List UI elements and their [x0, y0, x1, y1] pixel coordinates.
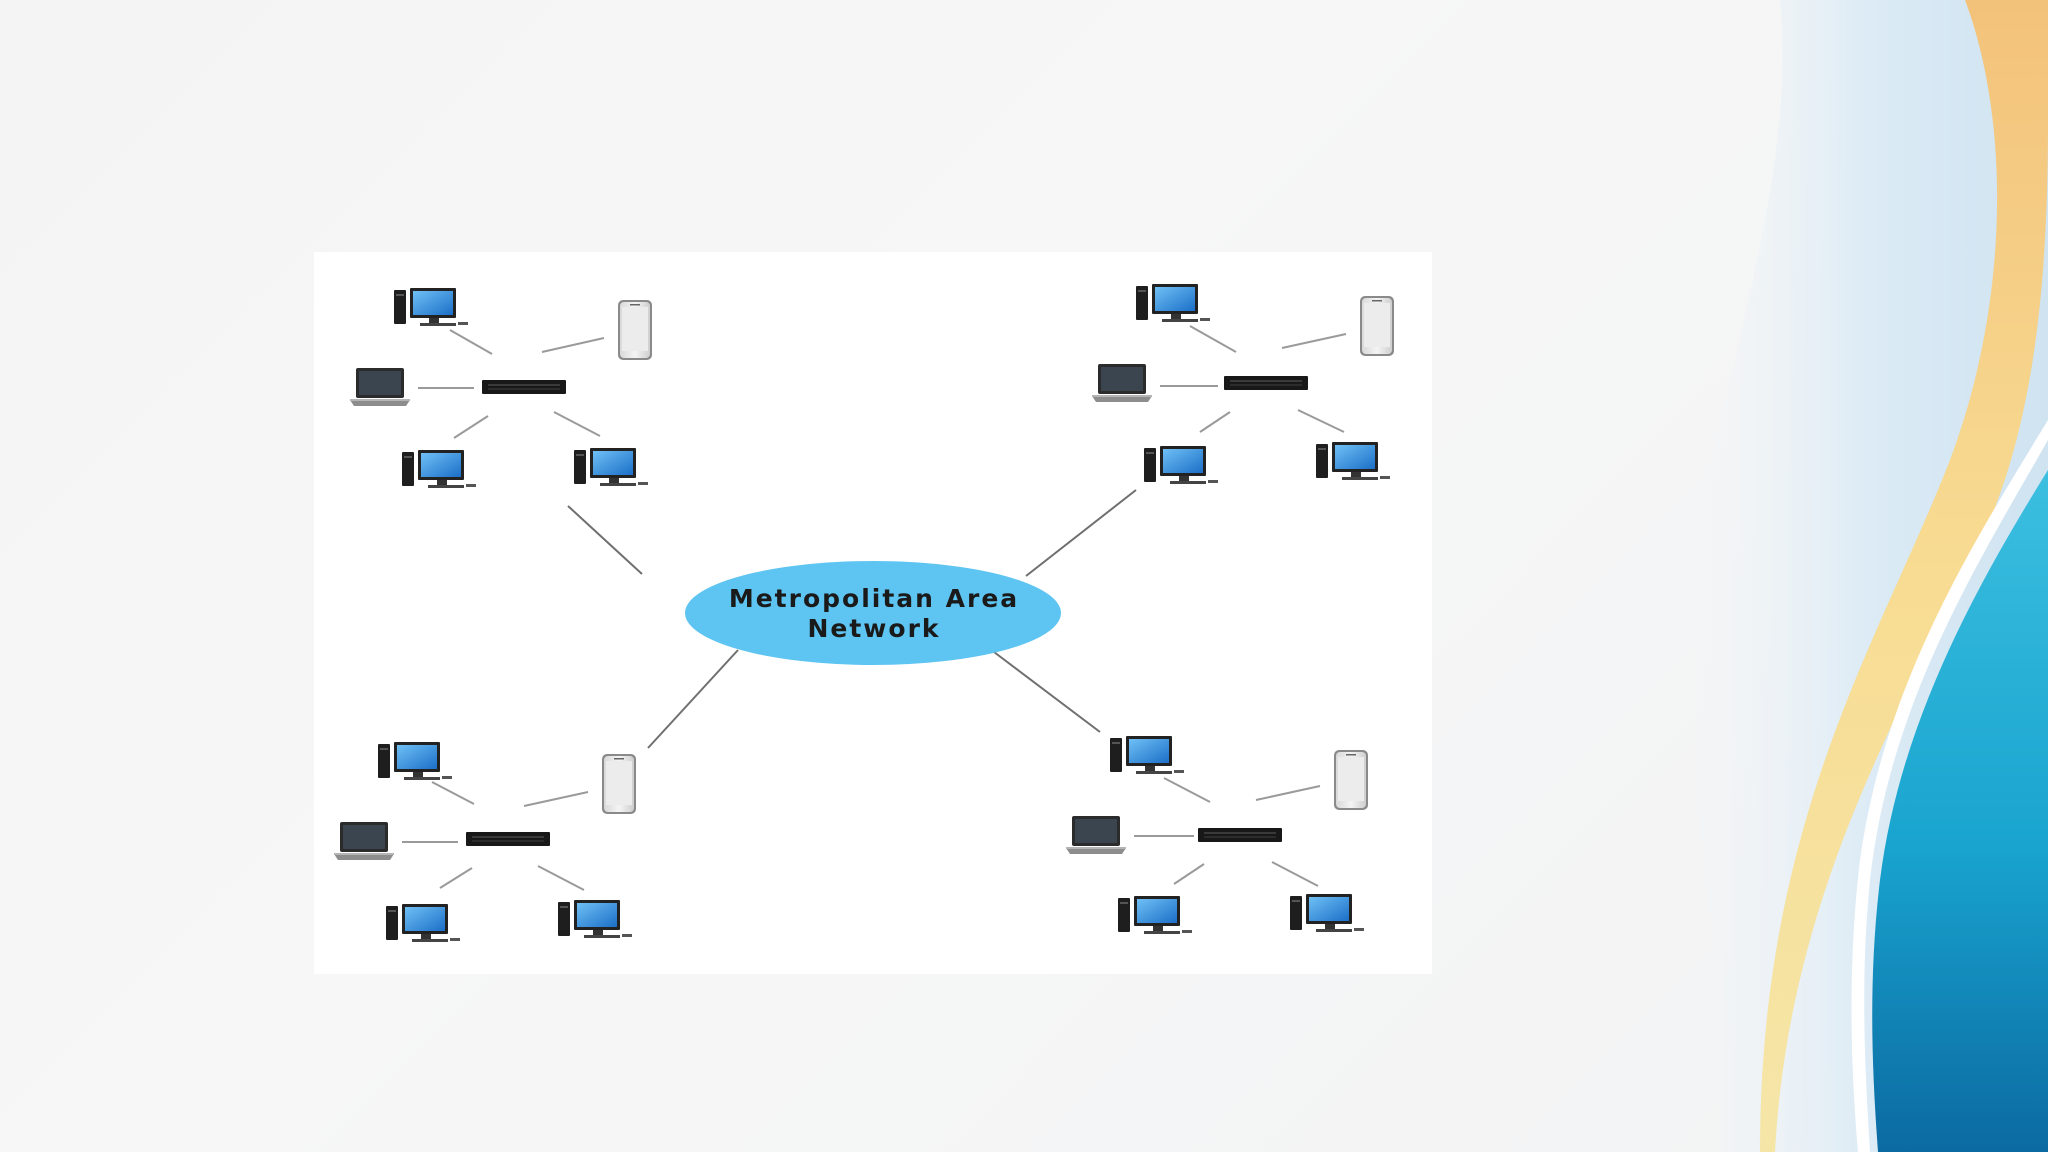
- switch-icon: [466, 832, 550, 846]
- phone-icon: [602, 754, 636, 814]
- laptop-icon: [350, 368, 410, 406]
- hub-links: [567, 489, 1137, 749]
- wave-teal: [1872, 470, 2048, 1152]
- laptop-icon: [1066, 816, 1126, 854]
- desktop-icon: [386, 904, 460, 942]
- hub-label-line1: Metropolitan Area: [728, 584, 1020, 613]
- desktop-icon: [1136, 284, 1210, 322]
- desktop-icon: [574, 448, 648, 486]
- man-hub-ellipse: [685, 561, 1061, 665]
- cluster-bottom-right: [1066, 736, 1368, 934]
- laptop-icon: [1092, 364, 1152, 402]
- cluster-top-right: [1092, 284, 1394, 484]
- man-diagram-graphic: [334, 284, 1394, 942]
- link-hub-bottom-left: [647, 649, 739, 749]
- desktop-icon: [1110, 736, 1184, 774]
- network-diagram: Metropolitan Area Network: [314, 252, 1432, 974]
- desktop-icon: [558, 900, 632, 938]
- cluster-top-left: [350, 288, 652, 488]
- switch-icon: [482, 380, 566, 394]
- phone-icon: [1360, 296, 1394, 356]
- phone-icon: [1334, 750, 1368, 810]
- switch-icon: [1198, 828, 1282, 842]
- link-hub-top-right: [1025, 489, 1137, 577]
- desktop-icon: [1118, 896, 1192, 934]
- switch-icon: [1224, 376, 1308, 390]
- desktop-icon: [394, 288, 468, 326]
- hub-label: Metropolitan Area Network: [684, 584, 1064, 644]
- phone-icon: [618, 300, 652, 360]
- link-hub-bottom-right: [993, 651, 1101, 733]
- laptop-icon: [334, 822, 394, 860]
- desktop-icon: [1316, 442, 1390, 480]
- desktop-icon: [402, 450, 476, 488]
- hub-label-line2: Network: [807, 614, 941, 643]
- wave-gold: [1760, 0, 2048, 1152]
- cluster-bottom-left: [334, 742, 636, 942]
- link-hub-top-left: [567, 505, 643, 575]
- desktop-icon: [378, 742, 452, 780]
- desktop-icon: [1144, 446, 1218, 484]
- desktop-icon: [1290, 894, 1364, 932]
